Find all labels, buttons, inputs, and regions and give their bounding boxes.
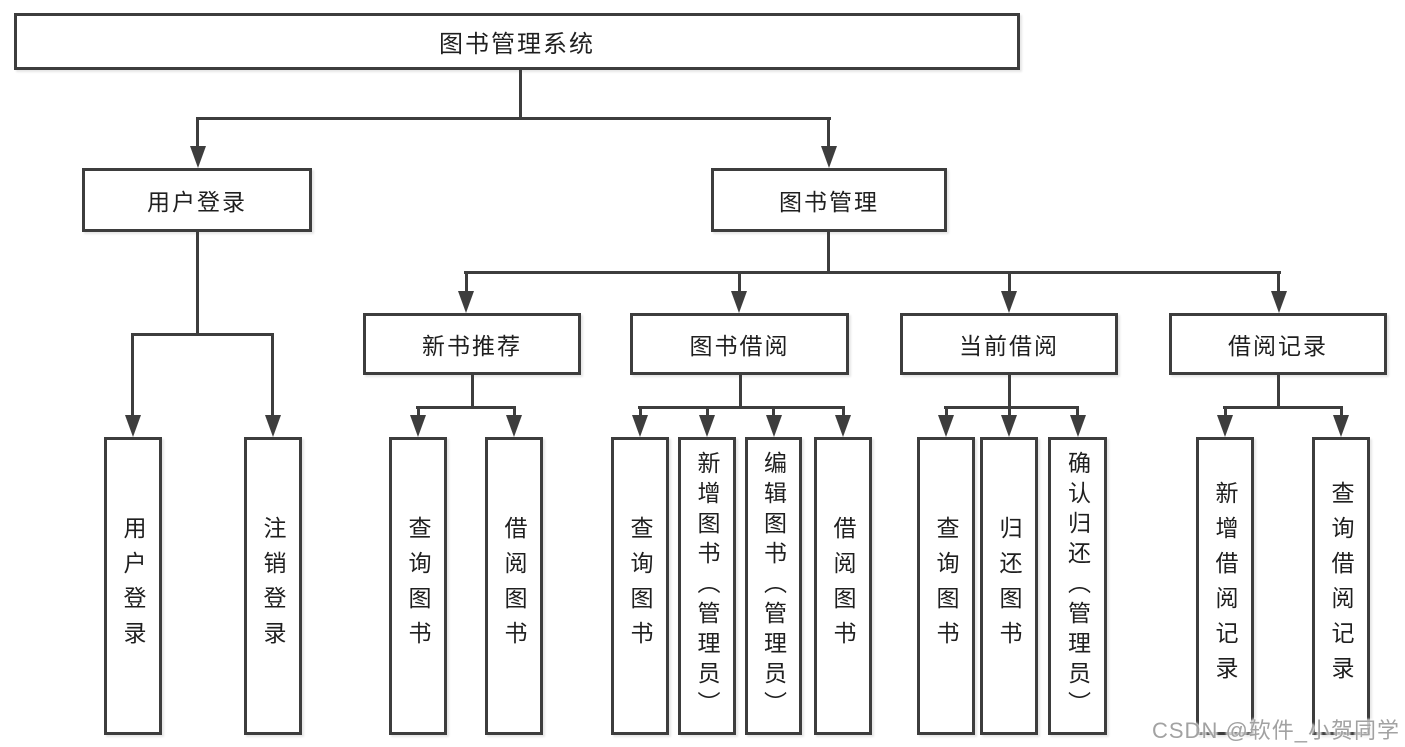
leaf-user-login: 用户登录 — [104, 437, 162, 735]
connector-stem — [1008, 271, 1011, 293]
node-user-login: 用户登录 — [82, 168, 312, 232]
arrow-down-icon — [1271, 291, 1287, 313]
arrow-down-icon — [458, 291, 474, 313]
leaf-borrow-borrow-books-label: 借阅图书 — [830, 516, 856, 656]
node-root-system: 图书管理系统 — [14, 13, 1020, 70]
connector-book-mgmt-trunk — [827, 232, 830, 274]
arrow-down-icon — [1001, 291, 1017, 313]
connector-current-borrow-hline — [944, 406, 1079, 409]
arrow-down-icon — [506, 415, 522, 437]
leaf-borrow-query-books: 查询图书 — [611, 437, 669, 735]
node-new-book-recommend-label: 新书推荐 — [422, 333, 522, 359]
connector-user-login-hline — [131, 333, 274, 336]
leaf-newbook-query-books-label: 查询图书 — [405, 516, 431, 656]
arrow-down-icon — [190, 146, 206, 168]
node-borrow-records-label: 借阅记录 — [1228, 333, 1328, 359]
leaf-borrow-add-books-admin: 新增图书（管理员） — [678, 437, 736, 735]
node-book-borrow: 图书借阅 — [630, 313, 849, 375]
arrow-down-icon — [731, 291, 747, 313]
connector-root-trunk — [519, 69, 522, 119]
node-root-label: 图书管理系统 — [439, 31, 595, 58]
connector-stem — [1277, 271, 1280, 293]
leaf-newbook-borrow-books: 借阅图书 — [485, 437, 543, 735]
node-new-book-recommend: 新书推荐 — [363, 313, 581, 375]
arrow-down-icon — [1217, 415, 1233, 437]
leaf-user-login-label: 用户登录 — [120, 516, 146, 656]
leaf-borrow-edit-books-admin-label: 编辑图书（管理员） — [760, 451, 787, 721]
leaf-borrow-query-books-label: 查询图书 — [627, 516, 653, 656]
arrow-down-icon — [821, 146, 837, 168]
node-user-login-label: 用户登录 — [147, 189, 247, 215]
connector-user-login-trunk — [196, 232, 199, 336]
arrow-down-icon — [125, 415, 141, 437]
leaf-records-query-record-label: 查询借阅记录 — [1328, 481, 1354, 691]
arrow-down-icon — [1001, 415, 1017, 437]
node-borrow-records: 借阅记录 — [1169, 313, 1387, 375]
connector-stem — [271, 333, 274, 417]
arrow-down-icon — [632, 415, 648, 437]
connector-root-hline — [196, 117, 831, 120]
leaf-newbook-query-books: 查询图书 — [389, 437, 447, 735]
connector-book-borrow-trunk — [739, 375, 742, 409]
node-book-management: 图书管理 — [711, 168, 947, 232]
connector-borrow-records-trunk — [1277, 375, 1280, 409]
arrow-down-icon — [1070, 415, 1086, 437]
leaf-current-return-books: 归还图书 — [980, 437, 1038, 735]
leaf-borrow-add-books-admin-label: 新增图书（管理员） — [694, 451, 720, 721]
leaf-borrow-edit-books-admin: 编辑图书（管理员） — [745, 437, 802, 735]
arrow-down-icon — [410, 415, 426, 437]
connector-borrow-records-hline — [1223, 406, 1343, 409]
leaf-current-confirm-return-admin: 确认归还（管理员） — [1048, 437, 1107, 735]
connector-book-borrow-hline — [638, 406, 845, 409]
connector-stem — [738, 271, 741, 293]
node-current-borrow: 当前借阅 — [900, 313, 1118, 375]
arrow-down-icon — [938, 415, 954, 437]
leaf-records-add-record-label: 新增借阅记录 — [1212, 481, 1238, 691]
arrow-down-icon — [766, 415, 782, 437]
node-book-borrow-label: 图书借阅 — [689, 333, 790, 359]
connector-new-book-trunk — [471, 375, 474, 409]
leaf-records-add-record: 新增借阅记录 — [1196, 437, 1254, 735]
arrow-down-icon — [699, 415, 715, 437]
connector-current-borrow-trunk — [1008, 375, 1011, 409]
connector-stem — [465, 271, 468, 293]
connector-new-book-hline — [416, 406, 515, 409]
leaf-records-query-record: 查询借阅记录 — [1312, 437, 1370, 735]
connector-stem — [196, 117, 199, 149]
connector-book-mgmt-hline — [464, 271, 1281, 274]
node-book-management-label: 图书管理 — [779, 189, 879, 215]
leaf-current-query-books: 查询图书 — [917, 437, 975, 735]
leaf-logout-label: 注销登录 — [260, 516, 286, 656]
leaf-current-query-books-label: 查询图书 — [933, 516, 959, 656]
leaf-logout: 注销登录 — [244, 437, 302, 735]
leaf-newbook-borrow-books-label: 借阅图书 — [501, 516, 527, 656]
watermark-text: CSDN @软件_小贺同学 — [1152, 718, 1401, 743]
arrow-down-icon — [835, 415, 851, 437]
node-current-borrow-label: 当前借阅 — [959, 333, 1059, 359]
arrow-down-icon — [1333, 415, 1349, 437]
connector-stem — [827, 117, 830, 149]
leaf-current-confirm-return-admin-label: 确认归还（管理员） — [1064, 451, 1091, 721]
leaf-current-return-books-label: 归还图书 — [996, 516, 1022, 656]
leaf-borrow-borrow-books: 借阅图书 — [814, 437, 872, 735]
arrow-down-icon — [265, 415, 281, 437]
connector-stem — [131, 333, 134, 417]
